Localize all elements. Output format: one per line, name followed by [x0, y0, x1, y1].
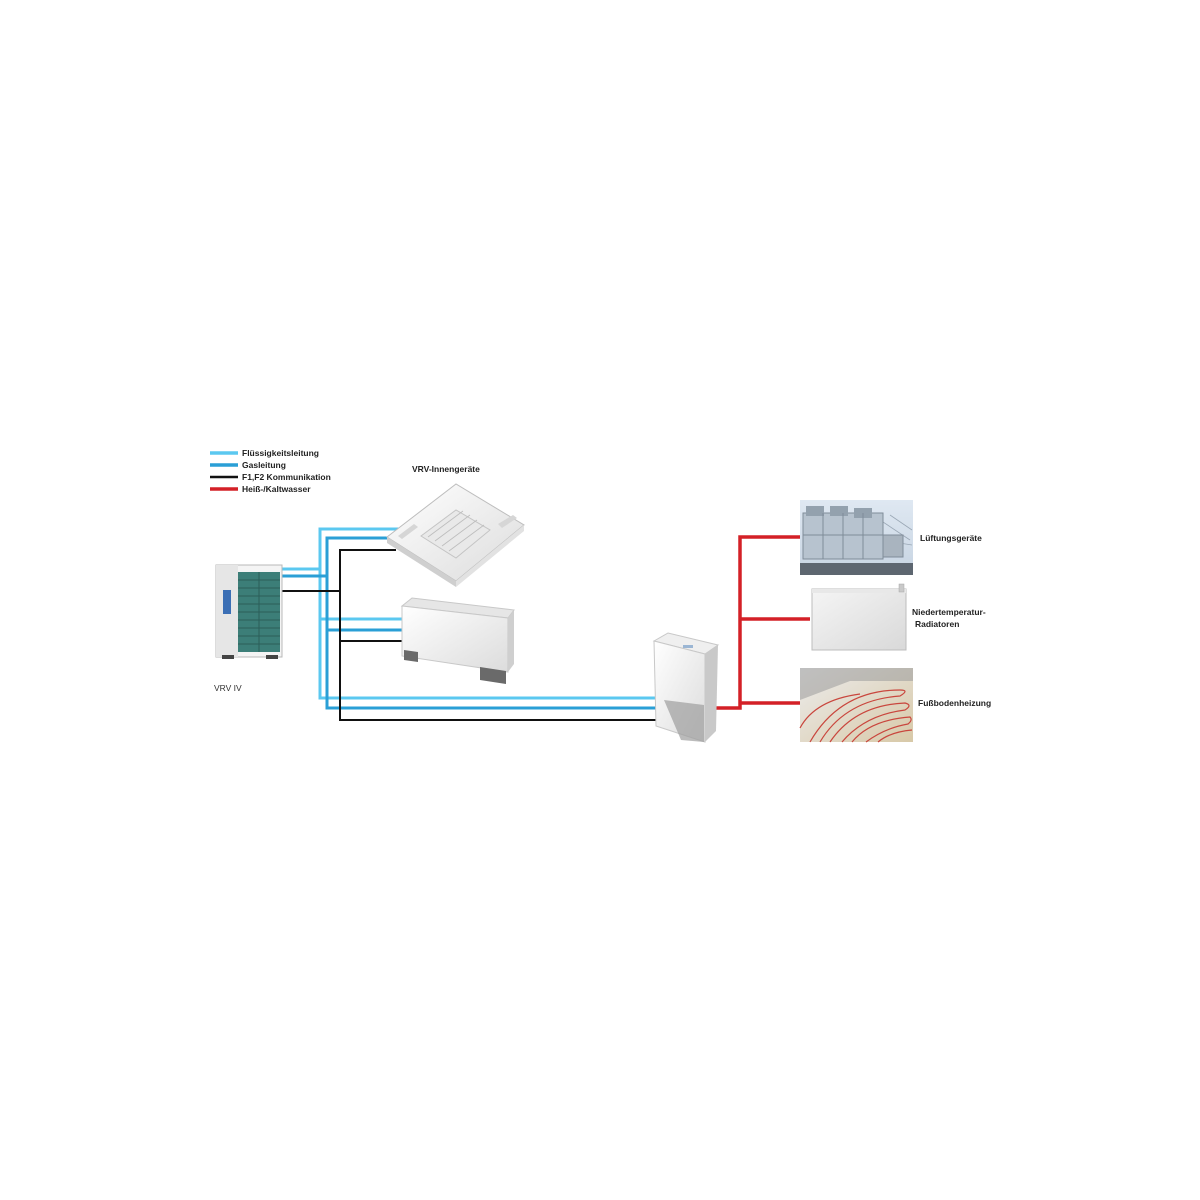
emitters: Lüftungsgeräte Niedertemperatur- Radiato…: [799, 500, 991, 743]
outdoor-unit-label: VRV IV: [214, 683, 242, 693]
vrv-outdoor-unit-icon: [215, 564, 283, 659]
indoor-group-label: VRV-Innengeräte: [412, 464, 480, 474]
floor-heating-photo: [799, 668, 913, 743]
water-piping: [714, 535, 810, 710]
floor-heating-label: Fußbodenheizung: [918, 698, 991, 708]
legend: Flüssigkeitsleitung Gasleitung F1,F2 Kom…: [210, 448, 331, 494]
ventilation-unit-photo: [800, 500, 913, 575]
indoor-units: VRV-Innengeräte: [386, 464, 525, 684]
gas-line: [282, 536, 656, 710]
outdoor-unit: VRV IV: [214, 564, 283, 693]
legend-label-water: Heiß-/Kaltwasser: [242, 484, 311, 494]
water-line: [714, 535, 810, 710]
ventilation-label: Lüftungsgeräte: [920, 533, 982, 543]
radiator-label-line1: Niedertemperatur-: [912, 607, 986, 617]
ceiling-cassette-icon: [386, 483, 525, 587]
floor-standing-unit-icon: [400, 597, 515, 684]
radiator-icon: [811, 583, 907, 651]
refrigerant-piping: [282, 527, 656, 721]
communication-line: [282, 549, 656, 721]
radiator-label-line2: Radiatoren: [915, 619, 959, 629]
legend-label-gas: Gasleitung: [242, 460, 286, 470]
legend-label-communication: F1,F2 Kommunikation: [242, 472, 331, 482]
liquid-line: [282, 527, 656, 700]
hydrobox-icon: [652, 632, 720, 743]
hydrobox: [652, 632, 720, 743]
legend-label-liquid: Flüssigkeitsleitung: [242, 448, 319, 458]
